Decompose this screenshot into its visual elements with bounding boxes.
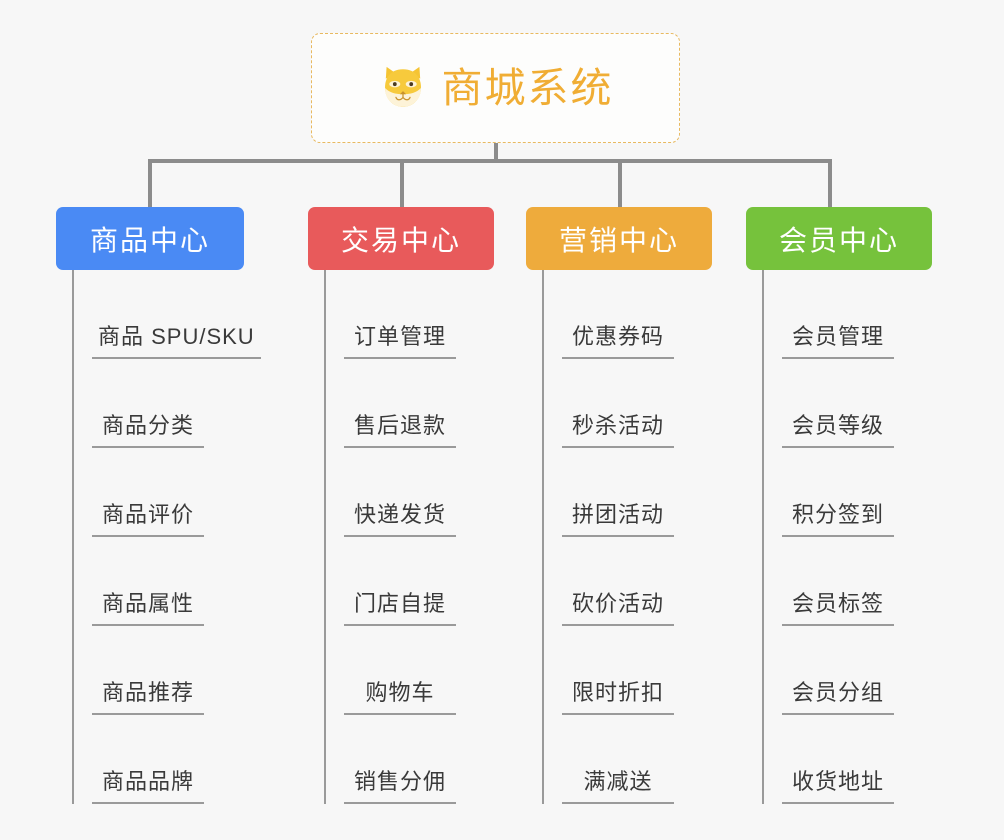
leaf-item[interactable]: 会员分组 [762, 626, 932, 715]
branch-header-label: 交易中心 [340, 224, 461, 256]
leaf-item[interactable]: 限时折扣 [542, 626, 712, 715]
branch-body-0: 商品 SPU/SKU 商品分类 商品评价 商品属性 商品推荐 商品品牌 [56, 270, 261, 804]
connector-drop-1 [400, 159, 404, 207]
leaf-label: 商品属性 [92, 593, 204, 626]
leaf-label: 会员等级 [782, 415, 894, 448]
branch-spine-1 [324, 270, 326, 804]
leaf-label: 售后退款 [344, 415, 456, 448]
leaf-item[interactable]: 销售分佣 [324, 715, 494, 804]
leaf-item[interactable]: 满减送 [542, 715, 712, 804]
leaf-item[interactable]: 快递发货 [324, 448, 494, 537]
leaf-item[interactable]: 商品评价 [72, 448, 261, 537]
leaf-item[interactable]: 售后退款 [324, 359, 494, 448]
branch-marketing-center: 营销中心 优惠券码 秒杀活动 拼团活动 砍价活动 限时折扣 满减送 [526, 207, 712, 804]
leaf-label: 商品品牌 [92, 771, 204, 804]
connector-drop-3 [828, 159, 832, 207]
leaf-list-1: 订单管理 售后退款 快递发货 门店自提 购物车 销售分佣 [324, 270, 494, 804]
leaf-item[interactable]: 商品 SPU/SKU [72, 270, 261, 359]
leaf-item[interactable]: 商品属性 [72, 537, 261, 626]
branch-product-center: 商品中心 商品 SPU/SKU 商品分类 商品评价 商品属性 商品推荐 商品品牌 [56, 207, 261, 804]
leaf-label: 优惠券码 [562, 326, 674, 359]
branch-header-0[interactable]: 商品中心 [56, 207, 244, 270]
leaf-label: 拼团活动 [562, 504, 674, 537]
root-node[interactable]: 商城系统 [311, 33, 680, 143]
leaf-item[interactable]: 会员管理 [762, 270, 932, 359]
branch-body-2: 优惠券码 秒杀活动 拼团活动 砍价活动 限时折扣 满减送 [526, 270, 712, 804]
leaf-item[interactable]: 收货地址 [762, 715, 932, 804]
leaf-label: 商品推荐 [92, 682, 204, 715]
branch-header-3[interactable]: 会员中心 [746, 207, 932, 270]
branch-body-3: 会员管理 会员等级 积分签到 会员标签 会员分组 收货地址 [746, 270, 932, 804]
leaf-list-2: 优惠券码 秒杀活动 拼团活动 砍价活动 限时折扣 满减送 [542, 270, 712, 804]
leaf-label: 快递发货 [344, 504, 456, 537]
leaf-item[interactable]: 会员等级 [762, 359, 932, 448]
leaf-item[interactable]: 砍价活动 [542, 537, 712, 626]
leaf-item[interactable]: 订单管理 [324, 270, 494, 359]
leaf-item[interactable]: 会员标签 [762, 537, 932, 626]
leaf-item[interactable]: 商品品牌 [72, 715, 261, 804]
connector-root-stub [494, 143, 498, 161]
branch-header-label: 会员中心 [778, 224, 899, 256]
leaf-label: 销售分佣 [344, 771, 456, 804]
leaf-label: 满减送 [562, 771, 674, 804]
leaf-item[interactable]: 购物车 [324, 626, 494, 715]
leaf-item[interactable]: 商品推荐 [72, 626, 261, 715]
leaf-item[interactable]: 积分签到 [762, 448, 932, 537]
branch-member-center: 会员中心 会员管理 会员等级 积分签到 会员标签 会员分组 收货地址 [746, 207, 932, 804]
leaf-label: 购物车 [344, 682, 456, 715]
leaf-label: 秒杀活动 [562, 415, 674, 448]
leaf-list-3: 会员管理 会员等级 积分签到 会员标签 会员分组 收货地址 [762, 270, 932, 804]
branch-spine-3 [762, 270, 764, 804]
leaf-label: 商品分类 [92, 415, 204, 448]
connector-horizontal-bus [148, 159, 832, 163]
leaf-list-0: 商品 SPU/SKU 商品分类 商品评价 商品属性 商品推荐 商品品牌 [72, 270, 261, 804]
branch-spine-0 [72, 270, 74, 804]
leaf-label: 积分签到 [782, 504, 894, 537]
branch-body-1: 订单管理 售后退款 快递发货 门店自提 购物车 销售分佣 [308, 270, 494, 804]
leaf-label: 门店自提 [344, 593, 456, 626]
branch-trade-center: 交易中心 订单管理 售后退款 快递发货 门店自提 购物车 销售分佣 [308, 207, 494, 804]
root-title: 商城系统 [441, 64, 614, 111]
leaf-label: 商品 SPU/SKU [92, 326, 261, 359]
leaf-label: 收货地址 [782, 771, 894, 804]
leaf-label: 订单管理 [344, 326, 456, 359]
leaf-item[interactable]: 门店自提 [324, 537, 494, 626]
connector-drop-2 [618, 159, 622, 207]
leaf-item[interactable]: 拼团活动 [542, 448, 712, 537]
shiba-dog-face-icon [378, 63, 428, 113]
leaf-label: 砍价活动 [562, 593, 674, 626]
branch-spine-2 [542, 270, 544, 804]
branch-header-label: 商品中心 [89, 224, 210, 256]
connector-drop-0 [148, 159, 152, 207]
leaf-label: 会员标签 [782, 593, 894, 626]
leaf-item[interactable]: 商品分类 [72, 359, 261, 448]
leaf-label: 限时折扣 [562, 682, 674, 715]
leaf-label: 商品评价 [92, 504, 204, 537]
branch-header-label: 营销中心 [558, 224, 679, 256]
leaf-item[interactable]: 秒杀活动 [542, 359, 712, 448]
leaf-label: 会员管理 [782, 326, 894, 359]
leaf-label: 会员分组 [782, 682, 894, 715]
branch-header-1[interactable]: 交易中心 [308, 207, 494, 270]
leaf-item[interactable]: 优惠券码 [542, 270, 712, 359]
branch-header-2[interactable]: 营销中心 [526, 207, 712, 270]
